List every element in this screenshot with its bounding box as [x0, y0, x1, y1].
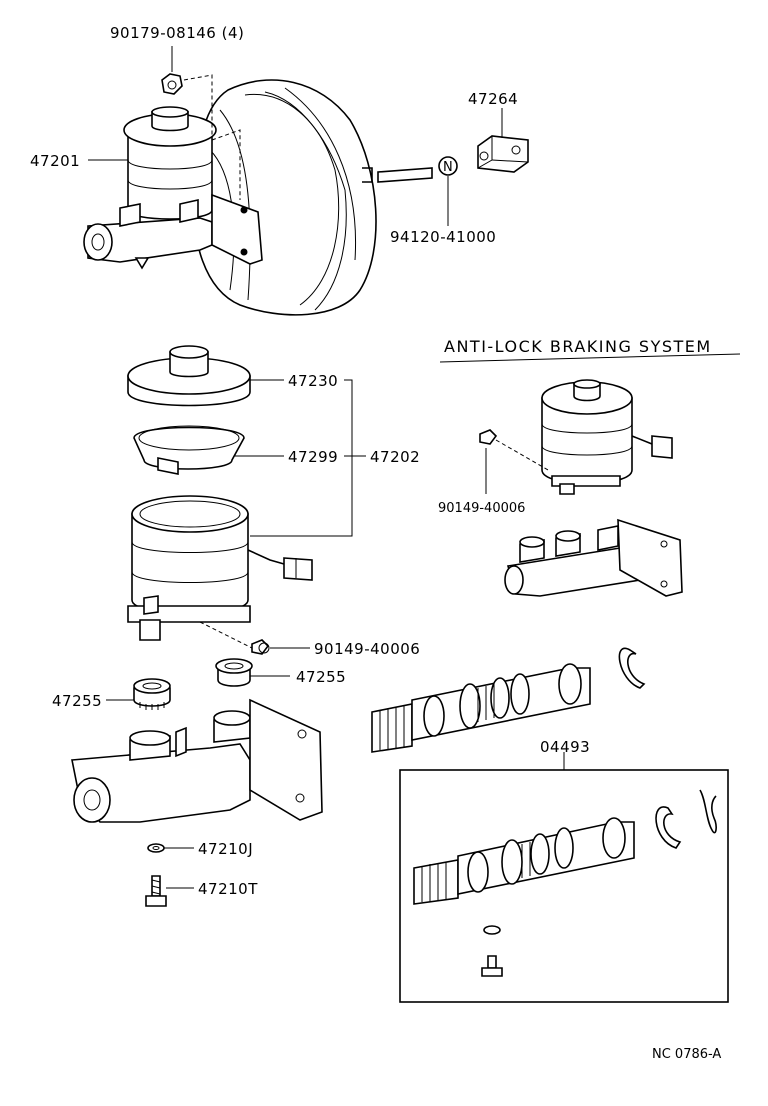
kit-bolt — [481, 955, 503, 977]
piston-set-upper — [371, 663, 591, 753]
label-47210T: 47210T — [198, 880, 258, 898]
screw-90149 — [251, 639, 270, 655]
label-47210J: 47210J — [198, 840, 253, 858]
figure-code: NC 0786-A — [652, 1047, 721, 1062]
abs-screw — [479, 429, 498, 445]
strainer-47299 — [133, 425, 245, 475]
reservoir-47202 — [127, 495, 313, 641]
label-90179: 90179-08146 (4) — [110, 24, 244, 42]
grommet-47255-right — [215, 658, 253, 687]
washer-47210J — [147, 843, 165, 853]
label-47230: 47230 — [288, 372, 338, 390]
bolt-47210T — [145, 875, 167, 907]
kit-washer — [483, 925, 501, 935]
label-47202: 47202 — [370, 448, 420, 466]
label-47201: 47201 — [30, 152, 80, 170]
clevis-47264 — [477, 135, 529, 173]
abs-master-cylinder — [541, 379, 673, 495]
master-cylinder-body — [71, 698, 323, 823]
label-47264: 47264 — [468, 90, 518, 108]
brake-booster — [193, 79, 433, 316]
label-47255-right: 47255 — [296, 668, 346, 686]
label-47255-left: 47255 — [52, 692, 102, 710]
label-90149: 90149-40006 — [314, 640, 420, 658]
piston-set-lower — [413, 817, 635, 905]
grommet-47255-left — [133, 678, 171, 710]
nut-symbol-text: N — [443, 160, 453, 175]
abs-cylinder-body — [504, 518, 683, 597]
label-04493: 04493 — [540, 738, 590, 756]
label-94120: 94120-41000 — [390, 228, 496, 246]
label-47299: 47299 — [288, 448, 338, 466]
nut-90179 — [161, 73, 183, 95]
label-90149-abs: 90149-40006 — [438, 501, 525, 516]
abs-section-title: ANTI-LOCK BRAKING SYSTEM — [444, 337, 712, 356]
nut-94120: N — [438, 156, 458, 176]
reservoir-cap-47230 — [127, 345, 251, 407]
master-cylinder-assembly — [83, 106, 263, 270]
